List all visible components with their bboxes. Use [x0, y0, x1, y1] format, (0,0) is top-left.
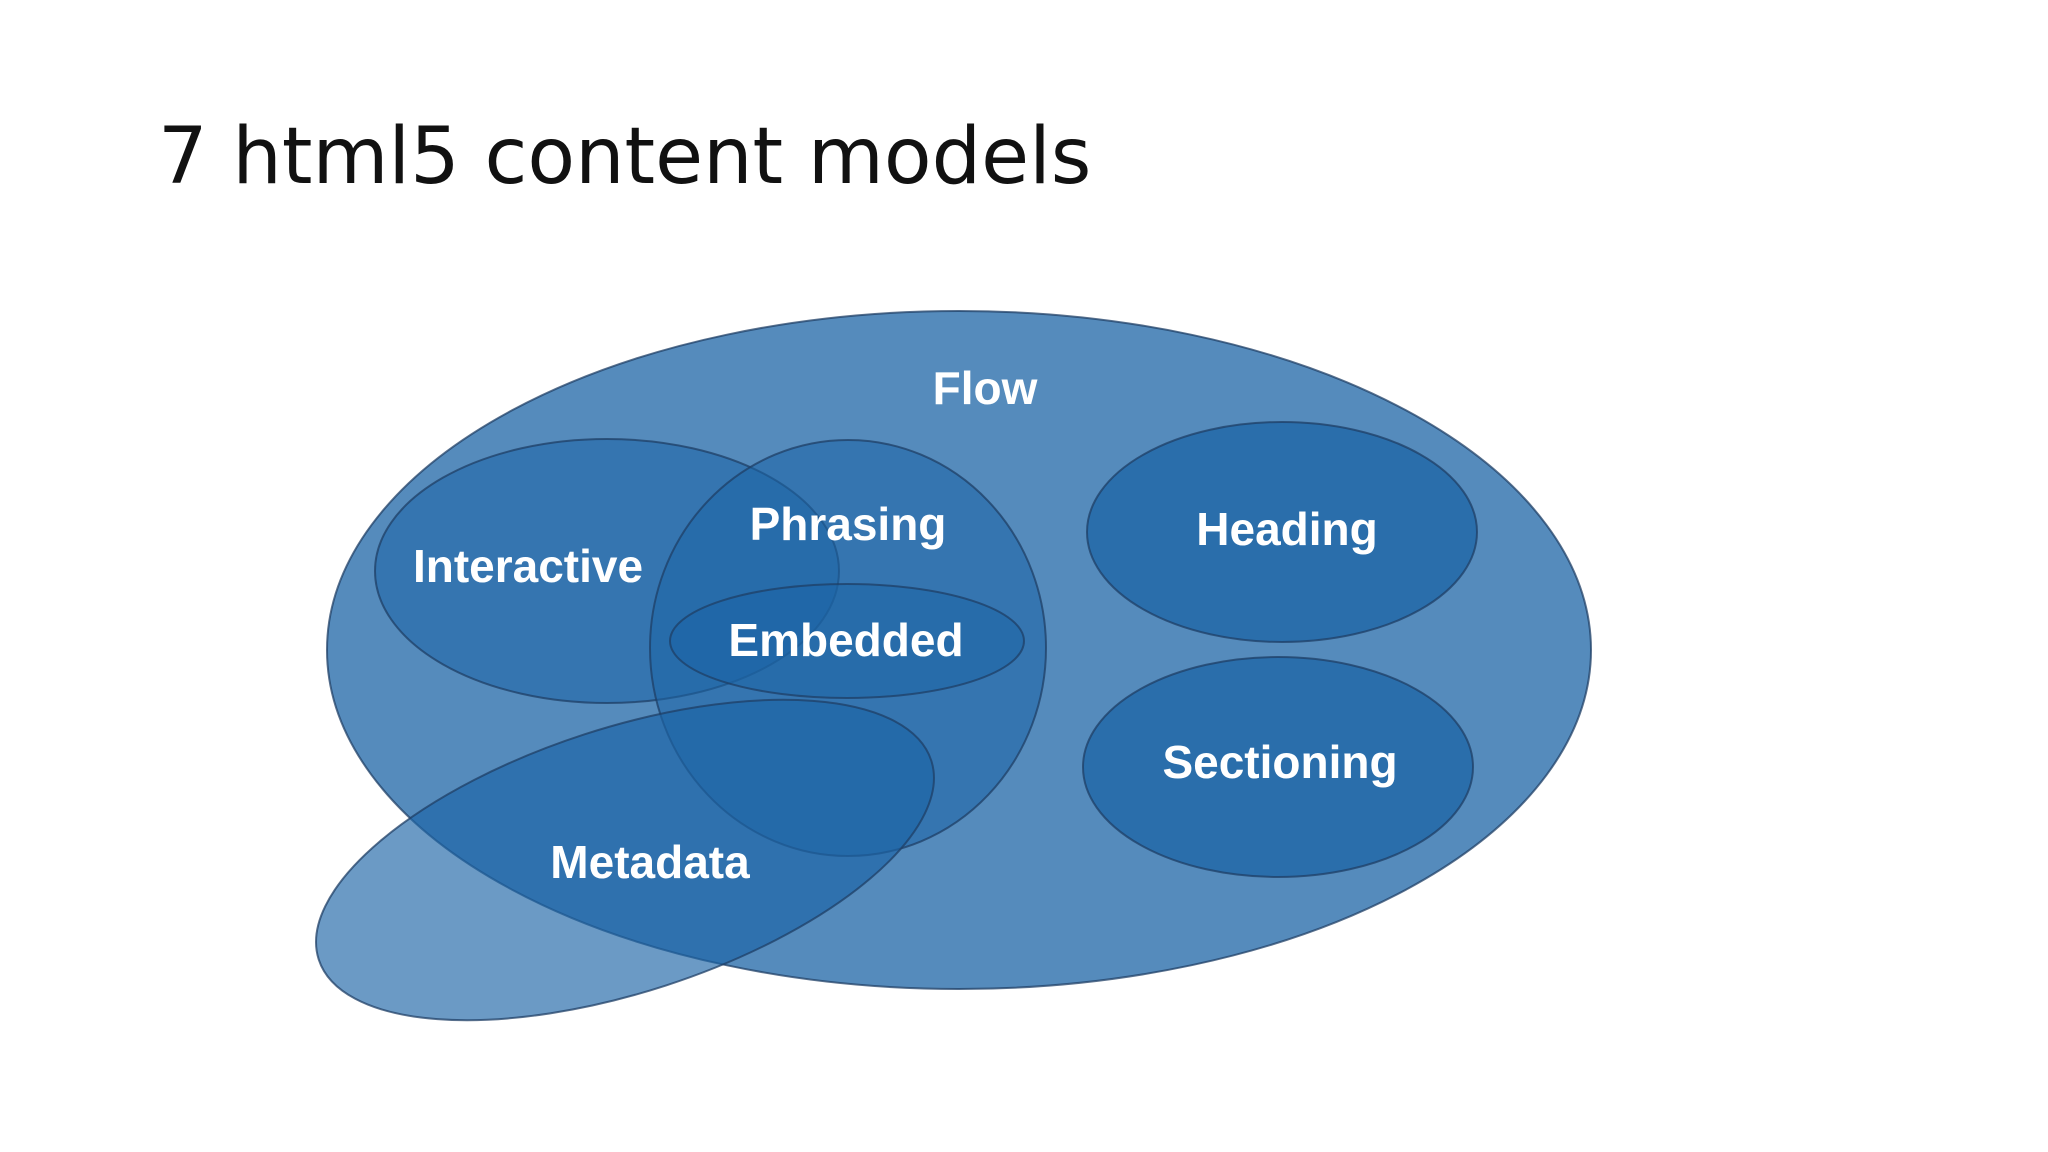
heading-label: Heading: [1196, 503, 1377, 555]
embedded-label: Embedded: [728, 614, 963, 666]
metadata-ellipse: [315, 698, 935, 1022]
metadata-label: Metadata: [550, 836, 750, 888]
sectioning-label: Sectioning: [1162, 736, 1397, 788]
interactive-label: Interactive: [413, 540, 643, 592]
heading-ellipse: [1086, 421, 1478, 643]
phrasing-label: Phrasing: [750, 498, 947, 550]
sectioning-ellipse: [1082, 656, 1474, 878]
slide-title: 7 html5 content models: [158, 112, 1092, 202]
flow-label: Flow: [933, 362, 1038, 414]
embedded-ellipse: [669, 583, 1025, 699]
